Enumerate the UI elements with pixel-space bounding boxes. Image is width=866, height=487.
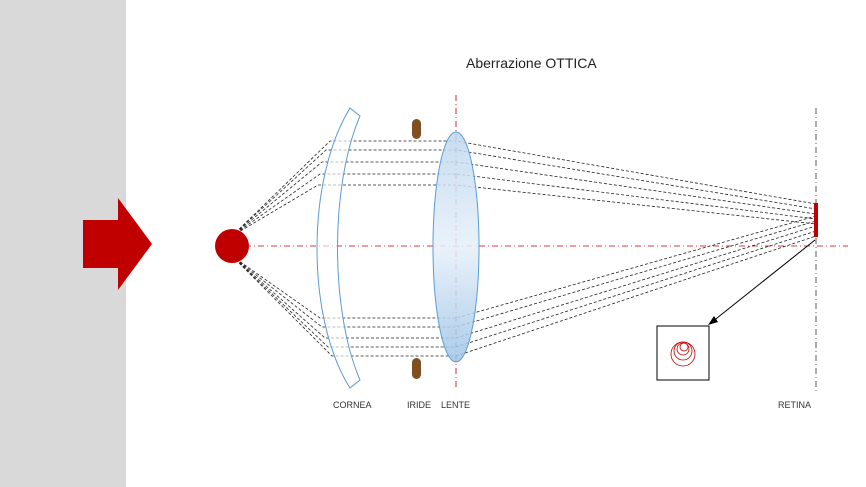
label-cornea: CORNEA [333,400,372,410]
ray-upper-1 [231,140,817,237]
pointer-arrow-line [711,239,816,323]
ray-lower-4 [231,230,817,348]
retina-image-bar [814,203,818,237]
ray-lower-2 [231,220,817,328]
object-point [215,229,249,263]
lens-shape [432,131,480,363]
blur-circles [670,341,696,367]
right-arrow-icon [83,198,152,290]
ray-lower-3 [231,225,817,339]
ray-lower-1 [231,215,817,319]
label-iride: IRIDE [407,400,432,410]
ray-lower-5 [231,235,817,357]
ray-upper-4 [231,173,817,237]
iris-top [412,119,421,139]
label-lente: LENTE [441,400,471,410]
ray-upper-3 [231,161,817,237]
inset-box [656,325,710,381]
cornea-shape [316,107,361,389]
pointer-arrowhead [708,316,718,325]
iris-bottom [412,358,421,379]
ray-upper-2 [231,149,817,237]
diagram-title: Aberrazione OTTICA [466,55,597,71]
light-rays [231,140,817,357]
label-retina: RETINA [778,400,812,410]
